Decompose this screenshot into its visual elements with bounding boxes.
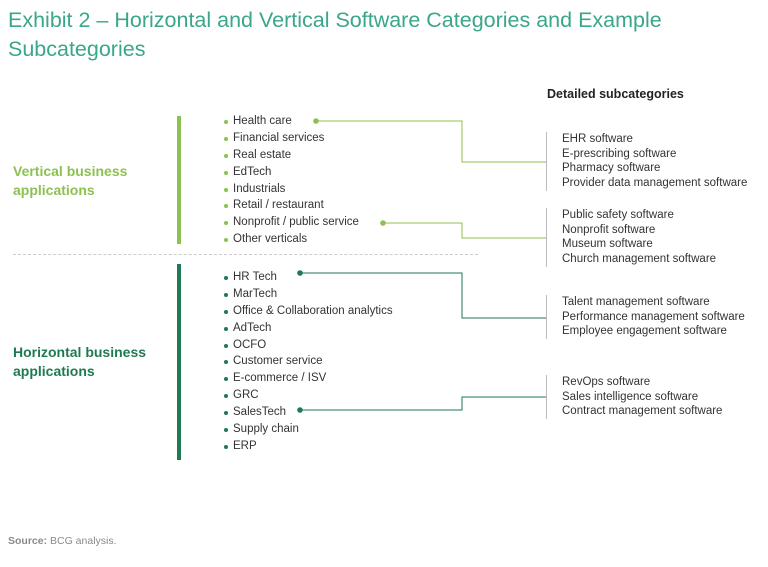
bullet-icon bbox=[224, 343, 228, 348]
list-item: Industrials bbox=[224, 181, 359, 198]
bullet-icon bbox=[224, 326, 228, 331]
item-label: Financial services bbox=[233, 131, 325, 144]
list-item: ERP bbox=[224, 438, 393, 455]
item-label: GRC bbox=[233, 389, 259, 402]
bullet-icon bbox=[224, 187, 228, 192]
bullet-icon bbox=[224, 238, 228, 243]
item-label: HR Tech bbox=[233, 271, 277, 283]
item-label: SalesTech bbox=[233, 406, 287, 419]
exhibit-title: Exhibit 2 – Horizontal and Vertical Soft… bbox=[8, 8, 662, 61]
list-item: MarTech bbox=[224, 286, 393, 303]
connector-nonprofit bbox=[383, 222, 546, 239]
subcategory-line: Employee engagement software bbox=[562, 325, 727, 338]
list-item: GRC bbox=[224, 387, 393, 404]
vertical-items-list: Health care Financial services Real esta… bbox=[224, 113, 359, 248]
connector-dot-icon bbox=[313, 118, 319, 124]
bullet-icon bbox=[224, 292, 228, 297]
source-note: Source: BCG analysis. bbox=[8, 535, 117, 547]
bullet-icon bbox=[224, 411, 228, 416]
bullet-icon bbox=[224, 136, 228, 141]
list-item: SalesTech bbox=[224, 404, 393, 421]
bullet-icon bbox=[224, 276, 228, 280]
bullet-icon bbox=[224, 444, 228, 449]
bullet-icon bbox=[224, 153, 228, 158]
subcategory-line: Nonprofit software bbox=[562, 223, 656, 236]
subcategory-line: EHR software bbox=[562, 133, 633, 145]
connector-dot-icon bbox=[380, 220, 386, 226]
subcategory-group-health-care: EHR software E-prescribing software Phar… bbox=[546, 132, 747, 191]
connector-hr-tech bbox=[300, 272, 546, 319]
list-item: OCFO bbox=[224, 337, 393, 354]
list-item: Other verticals bbox=[224, 231, 359, 248]
list-item: HR Tech bbox=[224, 269, 393, 286]
list-item: Financial services bbox=[224, 130, 359, 147]
list-item: Supply chain bbox=[224, 421, 393, 438]
list-item: Nonprofit / public service bbox=[224, 214, 359, 231]
list-item: Retail / restaurant bbox=[224, 197, 359, 214]
subcategory-line: E-prescribing software bbox=[562, 147, 677, 160]
horizontal-items-list: HR Tech MarTech Office & Collaboration a… bbox=[224, 269, 393, 455]
horizontal-category-bar bbox=[177, 264, 181, 460]
connector-health-care bbox=[316, 120, 546, 163]
item-label: Other verticals bbox=[233, 233, 308, 246]
item-label: E-commerce / ISV bbox=[233, 372, 327, 385]
item-label: AdTech bbox=[233, 321, 272, 334]
vertical-category-label: Vertical business applications bbox=[13, 163, 128, 198]
subcategory-group-nonprofit: Public safety software Nonprofit softwar… bbox=[546, 208, 716, 267]
connector-dot-icon bbox=[297, 270, 303, 276]
item-label: Nonprofit / public service bbox=[233, 216, 359, 229]
bullet-icon bbox=[224, 204, 228, 209]
list-item: Health care bbox=[224, 113, 359, 130]
source-text: BCG analysis. bbox=[50, 535, 117, 547]
subcategory-line: Talent management software bbox=[562, 296, 710, 308]
item-label: MarTech bbox=[233, 287, 278, 300]
list-item: EdTech bbox=[224, 164, 359, 181]
subcategory-line: Public safety software bbox=[562, 209, 674, 221]
subcategory-line: Performance management software bbox=[562, 310, 745, 323]
subcategory-line: Provider data management software bbox=[562, 177, 748, 190]
subcategory-group-hr-tech: Talent management software Performance m… bbox=[546, 295, 745, 340]
bullet-icon bbox=[224, 360, 228, 365]
connector-salestech bbox=[300, 396, 546, 411]
list-item: Real estate bbox=[224, 147, 359, 164]
item-label: Health care bbox=[233, 115, 292, 127]
item-label: Office & Collaboration analytics bbox=[233, 304, 393, 317]
bullet-icon bbox=[224, 221, 228, 226]
list-item: Customer service bbox=[224, 353, 393, 370]
subcategory-line: Contract management software bbox=[562, 405, 723, 418]
item-label: OCFO bbox=[233, 338, 267, 351]
item-label: Real estate bbox=[233, 148, 292, 161]
bullet-icon bbox=[224, 170, 228, 175]
source-label: Source: bbox=[8, 535, 48, 547]
detailed-subcategories-heading: Detailed subcategories bbox=[547, 87, 684, 101]
subcategory-line: RevOps software bbox=[562, 376, 651, 388]
subcategory-line: Pharmacy software bbox=[562, 162, 661, 175]
vertical-category-bar bbox=[177, 116, 181, 244]
list-item: AdTech bbox=[224, 320, 393, 337]
horizontal-category-label: Horizontal business applications bbox=[13, 344, 147, 379]
item-label: ERP bbox=[233, 439, 257, 452]
connector-dot-icon bbox=[297, 407, 303, 413]
subcategory-line: Church management software bbox=[562, 253, 717, 266]
category-divider bbox=[13, 254, 478, 255]
bullet-icon bbox=[224, 428, 228, 433]
subcategory-line: Museum software bbox=[562, 238, 653, 251]
bullet-icon bbox=[224, 394, 228, 399]
item-label: Retail / restaurant bbox=[233, 199, 324, 212]
subcategory-group-salestech: RevOps software Sales intelligence softw… bbox=[546, 375, 723, 420]
subcategory-line: Sales intelligence software bbox=[562, 390, 699, 403]
bullet-icon bbox=[224, 309, 228, 314]
list-item: E-commerce / ISV bbox=[224, 370, 393, 387]
item-label: EdTech bbox=[233, 165, 272, 178]
bullet-icon bbox=[224, 120, 228, 124]
bullet-icon bbox=[224, 377, 228, 382]
item-label: Supply chain bbox=[233, 423, 299, 436]
item-label: Industrials bbox=[233, 182, 286, 195]
item-label: Customer service bbox=[233, 355, 323, 368]
list-item: Office & Collaboration analytics bbox=[224, 303, 393, 320]
